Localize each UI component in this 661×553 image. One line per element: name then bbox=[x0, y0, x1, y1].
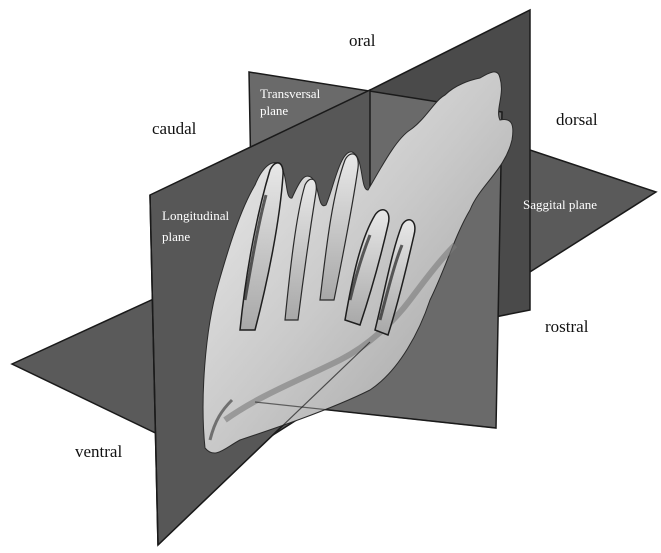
label-rostral: rostral bbox=[545, 317, 589, 336]
label-longitudinal-plane-line2: plane bbox=[162, 229, 190, 244]
label-transversal-plane-line1: Transversal bbox=[260, 86, 321, 101]
label-ventral: ventral bbox=[75, 442, 122, 461]
label-oral: oral bbox=[349, 31, 376, 50]
label-dorsal: dorsal bbox=[556, 110, 598, 129]
label-saggital-plane: Saggital plane bbox=[523, 197, 597, 212]
label-caudal: caudal bbox=[152, 119, 197, 138]
label-longitudinal-plane-line1: Longitudinal bbox=[162, 208, 230, 223]
label-transversal-plane-line2: plane bbox=[260, 103, 288, 118]
